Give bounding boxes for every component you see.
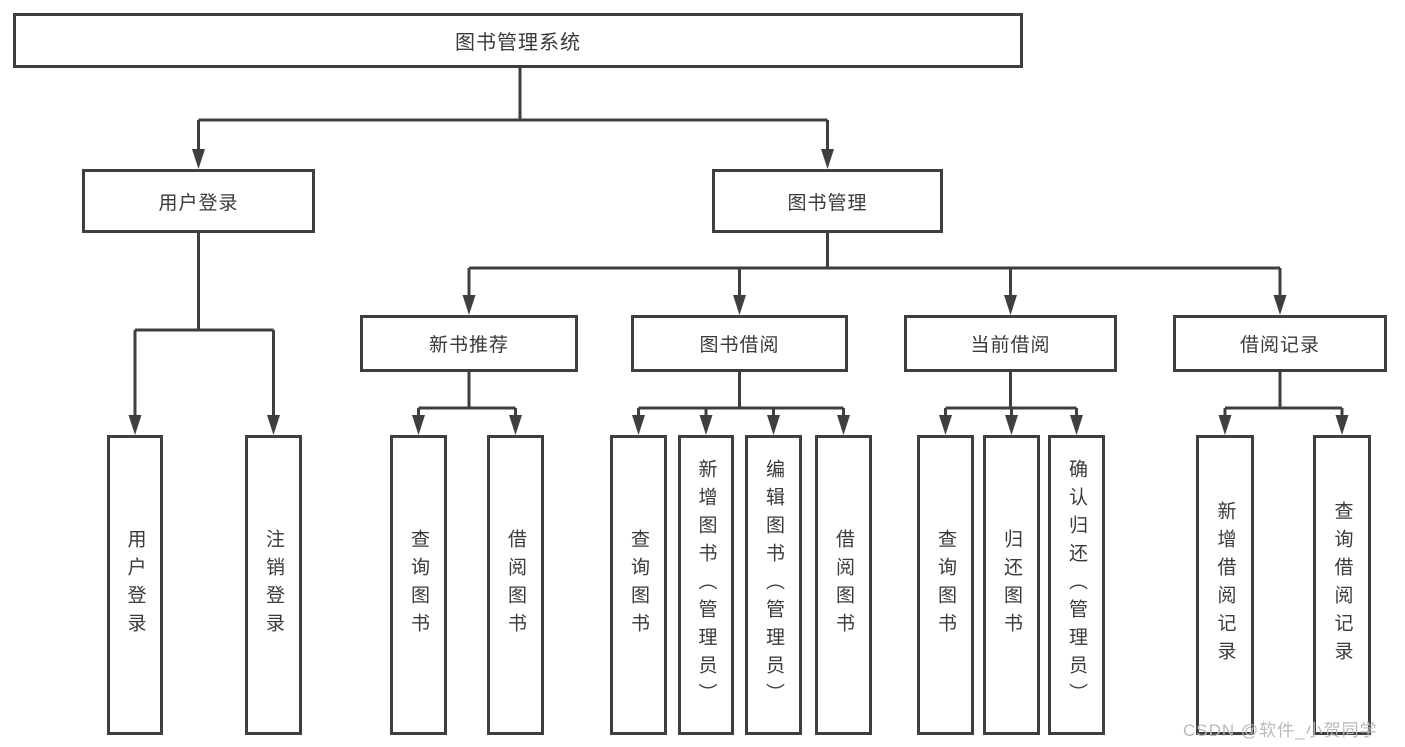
leaf-label: 查询图书 — [628, 529, 649, 641]
leaf-current-return-books: 归还图书 — [983, 435, 1040, 735]
leaf-label: 借阅图书 — [833, 529, 854, 641]
node-library-management-system: 图书管理系统 — [13, 13, 1023, 68]
leaf-label: 确认归还（管理员） — [1066, 459, 1087, 711]
leaf-label: 用户登录 — [124, 529, 146, 641]
leaf-label: 查询借阅记录 — [1331, 501, 1353, 669]
node-book-management-module: 图书管理 — [712, 169, 943, 233]
leaf-label: 查询图书 — [935, 529, 956, 641]
leaf-borrow-edit-books-admin: 编辑图书（管理员） — [745, 435, 802, 735]
node-label: 当前借阅 — [970, 335, 1051, 356]
leaf-user-login: 用户登录 — [107, 435, 163, 735]
leaf-newbook-query-books: 查询图书 — [390, 435, 447, 735]
node-label: 借阅记录 — [1239, 335, 1320, 356]
leaf-label: 注销登录 — [263, 529, 284, 641]
node-book-borrowing: 图书借阅 — [631, 315, 848, 372]
node-new-book-recommend: 新书推荐 — [360, 315, 578, 372]
leaf-borrow-query-books: 查询图书 — [610, 435, 667, 735]
leaf-label: 新增图书（管理员） — [695, 459, 717, 711]
leaf-label: 归还图书 — [1001, 529, 1022, 641]
leaf-current-confirm-return-admin: 确认归还（管理员） — [1048, 435, 1105, 735]
node-label: 用户登录 — [158, 192, 239, 214]
leaf-borrow-add-books-admin: 新增图书（管理员） — [678, 435, 734, 735]
node-borrow-records: 借阅记录 — [1173, 315, 1387, 372]
leaf-records-query-record: 查询借阅记录 — [1313, 435, 1371, 735]
leaf-label: 借阅图书 — [505, 529, 526, 641]
leaf-borrow-borrow-books: 借阅图书 — [815, 435, 872, 735]
node-user-login-module: 用户登录 — [82, 169, 315, 233]
leaf-label: 查询图书 — [408, 529, 429, 641]
leaf-newbook-borrow-books: 借阅图书 — [487, 435, 544, 735]
node-label: 新书推荐 — [428, 335, 509, 356]
leaf-current-query-books: 查询图书 — [917, 435, 974, 735]
leaf-records-add-record: 新增借阅记录 — [1196, 435, 1254, 735]
node-label: 图书借阅 — [699, 335, 780, 356]
node-label: 图书管理系统 — [455, 32, 581, 54]
leaf-label: 新增借阅记录 — [1214, 501, 1236, 669]
leaf-label: 编辑图书（管理员） — [763, 459, 784, 711]
leaf-logout: 注销登录 — [245, 435, 302, 735]
csdn-watermark: CSDN @软件_小贺同学 — [1183, 721, 1378, 740]
node-label: 图书管理 — [787, 192, 868, 214]
node-current-borrowing: 当前借阅 — [904, 315, 1117, 372]
